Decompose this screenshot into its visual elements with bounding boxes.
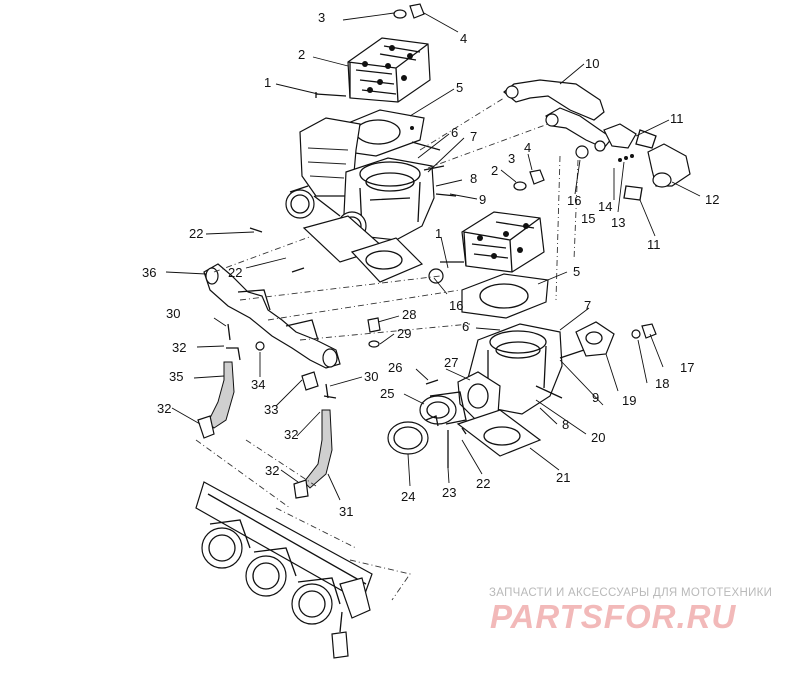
- callout-32-left: 32: [157, 401, 172, 416]
- manifold-dash-lines: [213, 235, 471, 341]
- callout-7: 7: [470, 129, 478, 144]
- callout-6-lower: 6: [462, 319, 470, 334]
- lower-nuts: [513, 169, 545, 191]
- callout-8: 8: [470, 171, 478, 186]
- callout-32: 32: [172, 340, 187, 355]
- lower-base-gasket: [456, 409, 542, 457]
- lower-small-hardware: [367, 261, 585, 468]
- callout-34: 34: [251, 377, 266, 392]
- upper-base-gasket: [302, 215, 424, 283]
- callout-17: 17: [680, 360, 695, 375]
- callout-10: 10: [585, 56, 600, 71]
- callout-22: 22: [189, 226, 204, 241]
- callout-5: 5: [456, 80, 464, 95]
- callout-13: 13: [611, 215, 626, 230]
- intake-boot-and-clamp: [387, 391, 467, 455]
- callout-24: 24: [401, 489, 416, 504]
- callout-3: 3: [318, 10, 326, 25]
- head-stud: [315, 92, 347, 98]
- callout-33: 33: [264, 402, 279, 417]
- callout-14: 14: [598, 199, 613, 214]
- watermark-tagline: ЗАПЧАСТИ И АКСЕССУАРЫ ДЛЯ МОТОТЕХНИКИ: [489, 587, 773, 599]
- callout-11: 11: [670, 111, 684, 126]
- callout-5-lower: 5: [573, 264, 581, 279]
- lower-cylinder-head: [461, 211, 545, 273]
- callout-22-mid: 22: [228, 265, 243, 280]
- callout-16: 16: [567, 193, 582, 208]
- leader-lines: [165, 12, 701, 501]
- callout-26: 26: [388, 360, 403, 375]
- upper-bolts: [249, 141, 457, 273]
- callout-12: 12: [705, 192, 720, 207]
- callout-25: 25: [380, 386, 395, 401]
- upper-cylinder-head: [347, 37, 431, 103]
- callout-29: 29: [397, 326, 412, 341]
- callout-30-lower: 30: [364, 369, 379, 384]
- callout-6: 6: [451, 125, 459, 140]
- callout-15: 15: [581, 211, 596, 226]
- callout-2-lower: 2: [491, 163, 499, 178]
- lower-cylinder: [457, 323, 563, 421]
- lower-head-gasket: [461, 273, 549, 319]
- carburetor-rack: [195, 481, 373, 659]
- callout-28: 28: [402, 307, 417, 322]
- upper-cylinder: [285, 117, 435, 241]
- callout-1: 1: [264, 75, 272, 90]
- callout-4-lower: 4: [524, 140, 532, 155]
- callout-8-lower: 8: [562, 417, 570, 432]
- lower-exhaust-flange: [428, 268, 657, 357]
- callout-19: 19: [622, 393, 637, 408]
- callout-32-mid: 32: [284, 427, 299, 442]
- head-nut-and-washer: [393, 3, 425, 19]
- callout-4: 4: [460, 31, 468, 46]
- callout-31: 31: [339, 504, 354, 519]
- callout-36: 36: [142, 265, 157, 280]
- carburetor-dash-lines: [195, 439, 411, 601]
- callout-9: 9: [479, 192, 487, 207]
- callout-23: 23: [442, 485, 457, 500]
- callout-35: 35: [169, 369, 184, 384]
- exhaust-manifold-pipe: [503, 79, 691, 201]
- callout-7-lower: 7: [584, 298, 592, 313]
- callout-11-lower: 11: [647, 237, 661, 252]
- watermark-logo: PARTSFOR.RU: [490, 598, 737, 635]
- coolant-hoses: [197, 323, 337, 499]
- callout-20: 20: [591, 430, 606, 445]
- callout-32-bottom: 32: [265, 463, 280, 478]
- callout-21: 21: [556, 470, 571, 485]
- callout-3-lower: 3: [508, 151, 516, 166]
- callout-9-lower: 9: [592, 390, 600, 405]
- callout-30: 30: [166, 306, 181, 321]
- callout-27: 27: [444, 355, 459, 370]
- callout-22-lower: 22: [476, 476, 491, 491]
- callout-16-lower: 16: [449, 298, 464, 313]
- callout-18: 18: [655, 376, 670, 391]
- water-manifold: [203, 263, 341, 369]
- callout-1-lower: 1: [435, 226, 443, 241]
- callout-2: 2: [298, 47, 306, 62]
